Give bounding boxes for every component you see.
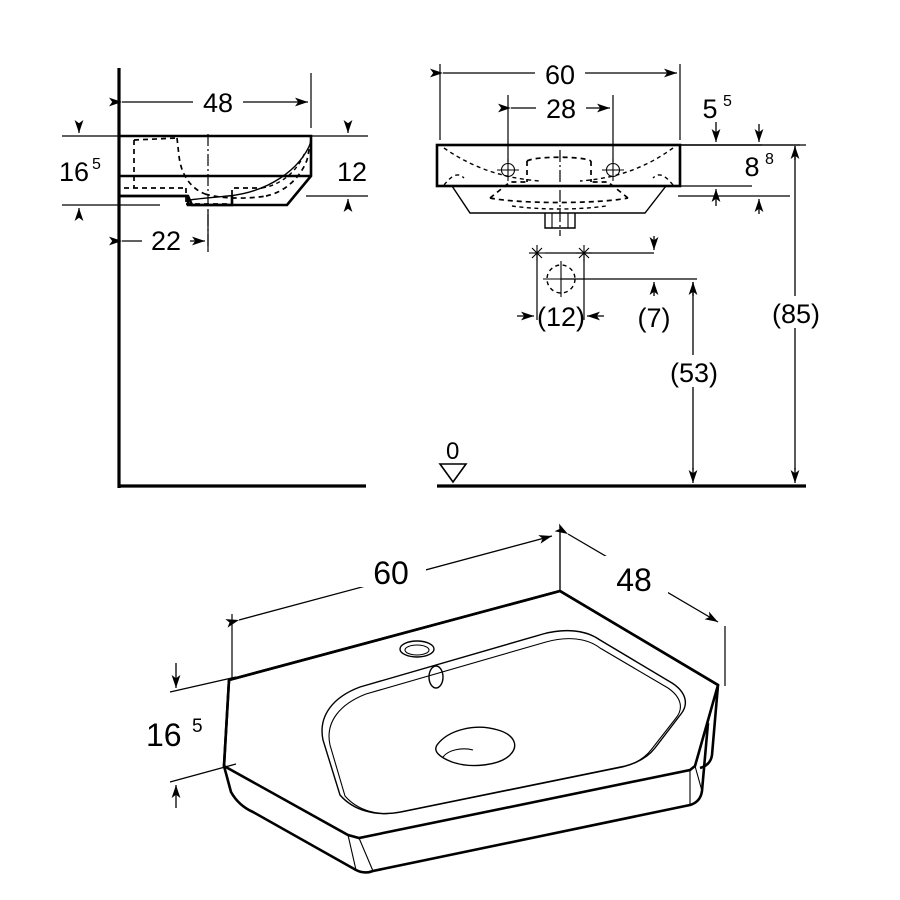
taphole-right bbox=[602, 159, 624, 181]
taphole-left bbox=[497, 159, 519, 181]
dimension-55-label: 5 bbox=[702, 94, 717, 124]
dimension-22-label: 22 bbox=[151, 226, 181, 256]
dimension-48-iso: 48 bbox=[554, 523, 726, 686]
dimension-165-side-label: 16 bbox=[59, 157, 89, 187]
dimension-12-ref: (12) bbox=[517, 302, 604, 332]
dimension-53-ref: (53) bbox=[665, 282, 725, 483]
dimension-28: 28 bbox=[498, 93, 614, 162]
dimension-88: 8 8 bbox=[678, 124, 800, 214]
basin-front-hidden-lines bbox=[443, 147, 674, 210]
basin-iso-body bbox=[222, 589, 720, 874]
dimension-12-ref-label: (12) bbox=[537, 302, 585, 332]
datum-label: 0 bbox=[446, 438, 459, 465]
dimension-60-front: 60 bbox=[430, 57, 681, 140]
dimension-7-ref: (7) bbox=[638, 282, 671, 333]
dimension-55: 5 5 bbox=[678, 93, 762, 206]
dimension-60-iso: 60 bbox=[225, 527, 561, 680]
dimension-88-label: 8 bbox=[744, 152, 759, 182]
dimension-165-iso-superscript: 5 bbox=[192, 716, 203, 737]
dimension-165-iso: 16 5 bbox=[146, 663, 237, 808]
isometric-view: 60 48 16 5 bbox=[146, 523, 726, 874]
dimension-165-side: 16 5 bbox=[59, 120, 160, 221]
dimension-28-label: 28 bbox=[546, 94, 576, 124]
side-section-view: 48 16 5 12 22 bbox=[59, 68, 368, 488]
dimension-7-ref-label: (7) bbox=[638, 303, 671, 333]
dimension-53-ref-label: (53) bbox=[670, 358, 718, 388]
dimension-88-superscript: 8 bbox=[765, 151, 774, 168]
basin-iso-bowl bbox=[321, 629, 687, 815]
basin-side-outline bbox=[117, 134, 313, 207]
dimension-85-ref-label: (85) bbox=[772, 299, 820, 329]
dimension-48-iso-label: 48 bbox=[616, 562, 652, 598]
dimension-165-iso-label: 16 bbox=[146, 717, 182, 753]
dimension-22: 22 bbox=[109, 205, 209, 256]
basin-front-outline bbox=[435, 143, 682, 229]
front-section-view: 60 28 5 5 8 8 bbox=[430, 57, 800, 236]
taphole-iso bbox=[399, 640, 435, 658]
installation-reference-view: 0 (12) bbox=[437, 144, 828, 488]
dimension-165-side-superscript: 5 bbox=[92, 156, 101, 173]
basin-side-hidden-lines bbox=[124, 137, 312, 205]
overflow-hole-iso bbox=[428, 665, 444, 689]
dimension-12: 12 bbox=[306, 120, 368, 212]
datum-marker: 0 bbox=[438, 438, 468, 484]
drain-recess-iso bbox=[435, 726, 516, 767]
dimension-48: 48 bbox=[109, 73, 312, 128]
dimension-12-label: 12 bbox=[337, 157, 367, 187]
dimension-55-superscript: 5 bbox=[723, 93, 732, 110]
dimension-85-ref: (85) bbox=[680, 144, 828, 483]
dimension-60-iso-label: 60 bbox=[373, 555, 409, 591]
dimension-48-label: 48 bbox=[203, 88, 233, 118]
dimension-60-front-label: 60 bbox=[545, 60, 575, 90]
